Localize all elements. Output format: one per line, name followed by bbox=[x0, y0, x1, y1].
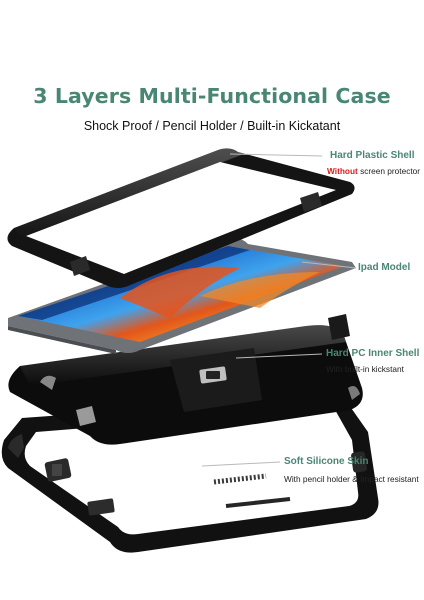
callout-soft-silicone-skin-note: With pencil holder & Impact resistant bbox=[284, 474, 419, 484]
callout-hard-pc-inner-shell-note: With built-in kickstant bbox=[326, 364, 404, 374]
page-title: 3 Layers Multi-Functional Case bbox=[33, 84, 391, 108]
without-emphasis: Without bbox=[327, 166, 358, 176]
callout-ipad-model: Ipad Model bbox=[358, 262, 411, 273]
inner-shell-layer bbox=[8, 314, 363, 445]
plastic-shell-layer bbox=[7, 148, 355, 288]
callout-hard-pc-inner-shell: Hard PC Inner Shell bbox=[326, 348, 420, 359]
page-subtitle: Shock Proof / Pencil Holder / Built-in K… bbox=[83, 119, 341, 133]
callout-lines bbox=[201, 153, 357, 467]
callout-hard-plastic-shell-note: Without screen protector bbox=[327, 166, 421, 176]
callout-soft-silicone-skin: Soft Silicone Skin bbox=[284, 456, 369, 467]
callout-hard-plastic-shell: Hard Plastic Shell bbox=[330, 150, 415, 161]
